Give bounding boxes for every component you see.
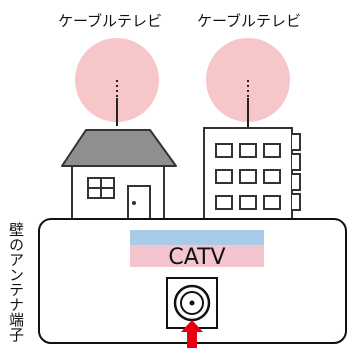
apartment-building-icon: [203, 127, 301, 227]
up-arrow-icon: [181, 320, 203, 348]
coaxial-connector-icon: [166, 277, 218, 329]
catv-plate-label: CATV: [168, 245, 225, 270]
building-cable-tv-label: ケーブルテレビ: [197, 12, 301, 30]
wall-terminal-label: 壁のアンテナ端子: [7, 222, 25, 342]
house-icon: [61, 129, 177, 227]
house-cable-tv-label: ケーブルテレビ: [58, 12, 162, 30]
catv-plate: CATV: [130, 230, 264, 270]
